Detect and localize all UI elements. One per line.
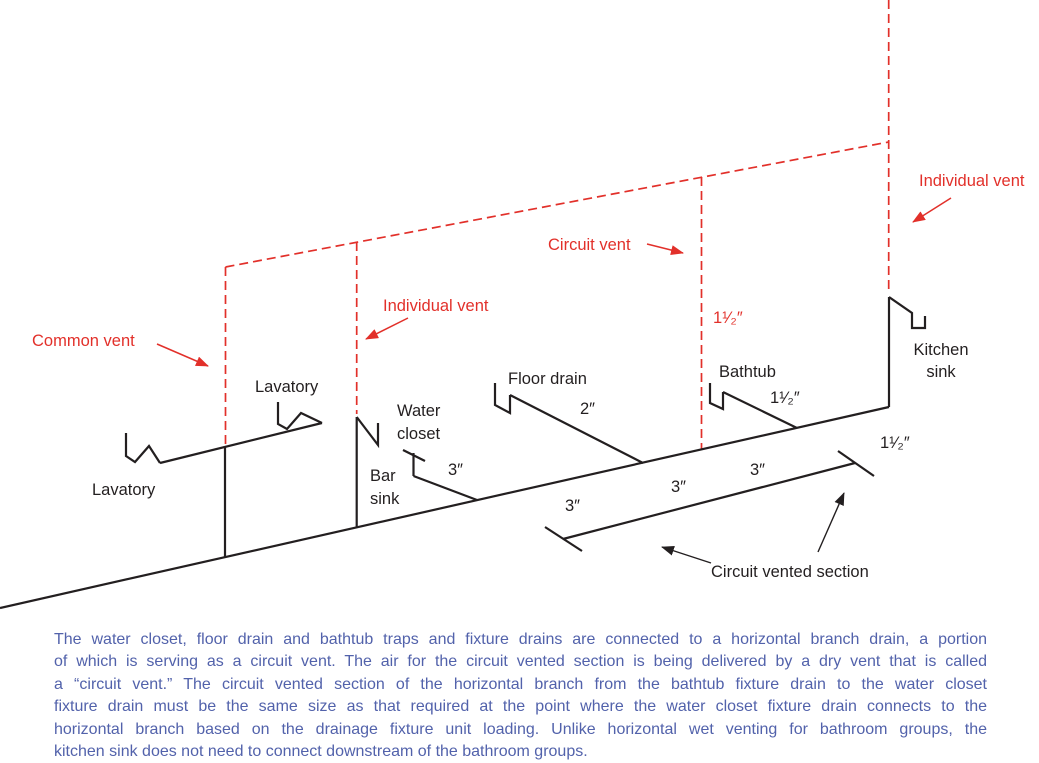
- vent-header-dashed-line: [225, 141, 889, 268]
- caption-line-1: The water closet, floor drain and bathtu…: [54, 631, 987, 648]
- circuit-vent-size-label: 1¹⁄₂″: [713, 309, 743, 327]
- individual-vent-right-label: Individual vent: [919, 172, 1025, 190]
- bracket-right-tick: [837, 450, 875, 477]
- individual-vent-right-arrow: [912, 197, 952, 223]
- lavatory-right-label: Lavatory: [255, 378, 319, 396]
- lavatory-left-label: Lavatory: [92, 481, 156, 499]
- lavatory-left-trap: [124, 433, 161, 464]
- pipe-size-labels: 3″ 2″ 3″ 3″ 3″ 1¹⁄₂″ 1¹⁄₂″: [448, 389, 910, 515]
- bar-sink-label-line1: Bar: [370, 467, 396, 485]
- individual-vent-left-arrow: [365, 317, 409, 340]
- circuit-vented-section-right-arrow: [817, 492, 845, 553]
- branch-size-label-2: 3″: [671, 478, 686, 496]
- circuit-vent-label: Circuit vent: [548, 236, 631, 254]
- fixture-labels: Lavatory Lavatory Bar sink Water closet …: [92, 341, 969, 508]
- bathtub-trap: [708, 383, 725, 411]
- bracket-left-tick: [544, 526, 583, 552]
- individual-vent-left-label: Individual vent: [383, 297, 489, 315]
- drain-piping: [0, 296, 927, 610]
- annotation-arrows: [156, 197, 952, 564]
- caption-paragraph: The water closet, floor drain and bathtu…: [54, 629, 987, 763]
- circuit-vented-section-label: Circuit vented section: [711, 563, 869, 581]
- diagram-canvas: Common vent Individual vent Circuit vent…: [0, 0, 1025, 610]
- branch-size-label-3: 3″: [750, 461, 765, 479]
- floor-drain-label: Floor drain: [508, 370, 587, 388]
- caption-line-5: horizontal branch based on the drainage …: [54, 720, 987, 738]
- bracket-line: [562, 461, 856, 541]
- circuit-vented-section-left-arrow: [661, 545, 712, 564]
- water-closet-fixture-drain: [413, 474, 478, 502]
- water-closet-label-line1: Water: [397, 402, 441, 420]
- common-vent-label: Common vent: [32, 332, 135, 350]
- vent-labels: Common vent Individual vent Circuit vent…: [32, 172, 1025, 350]
- bathtub-label: Bathtub: [719, 363, 776, 381]
- caption-line-3: a “circuit vent.” The circuit vented sec…: [54, 675, 987, 693]
- lavatory-branch-line: [159, 421, 323, 465]
- bathtub-fixture-drain: [722, 391, 798, 429]
- floor-drain-size-label: 2″: [580, 400, 595, 418]
- branch-size-label-1: 3″: [565, 497, 580, 515]
- circuit-vent-arrow: [646, 243, 684, 255]
- caption-line-6: kitchen sink does not need to connect do…: [54, 743, 588, 761]
- kitchen-sink-trap: [888, 296, 927, 330]
- water-closet-label-line2: closet: [397, 425, 441, 443]
- vent-piping: [224, 0, 890, 449]
- bar-sink-trap: [355, 416, 380, 449]
- caption-line-4: fixture drain must be the same size as t…: [54, 698, 987, 716]
- water-closet-size-label: 3″: [448, 461, 463, 479]
- floor-drain-fixture-drain: [509, 394, 644, 464]
- caption-line-2: of which is serving as a circuit vent. T…: [54, 653, 987, 671]
- floor-drain-trap: [493, 383, 512, 415]
- bar-sink-label-line2: sink: [370, 490, 400, 508]
- kitchen-sink-label-line2: sink: [926, 363, 956, 381]
- main-branch-drain-line: [0, 405, 890, 610]
- common-vent-arrow: [156, 343, 209, 367]
- kitchen-sink-label-line1: Kitchen: [913, 341, 968, 359]
- bathtub-size-label: 1¹⁄₂″: [770, 389, 800, 407]
- kitchen-sink-size-label: 1¹⁄₂″: [880, 434, 910, 452]
- lavatory-right-trap: [276, 402, 323, 431]
- circuit-vented-section-bracket: [544, 450, 875, 552]
